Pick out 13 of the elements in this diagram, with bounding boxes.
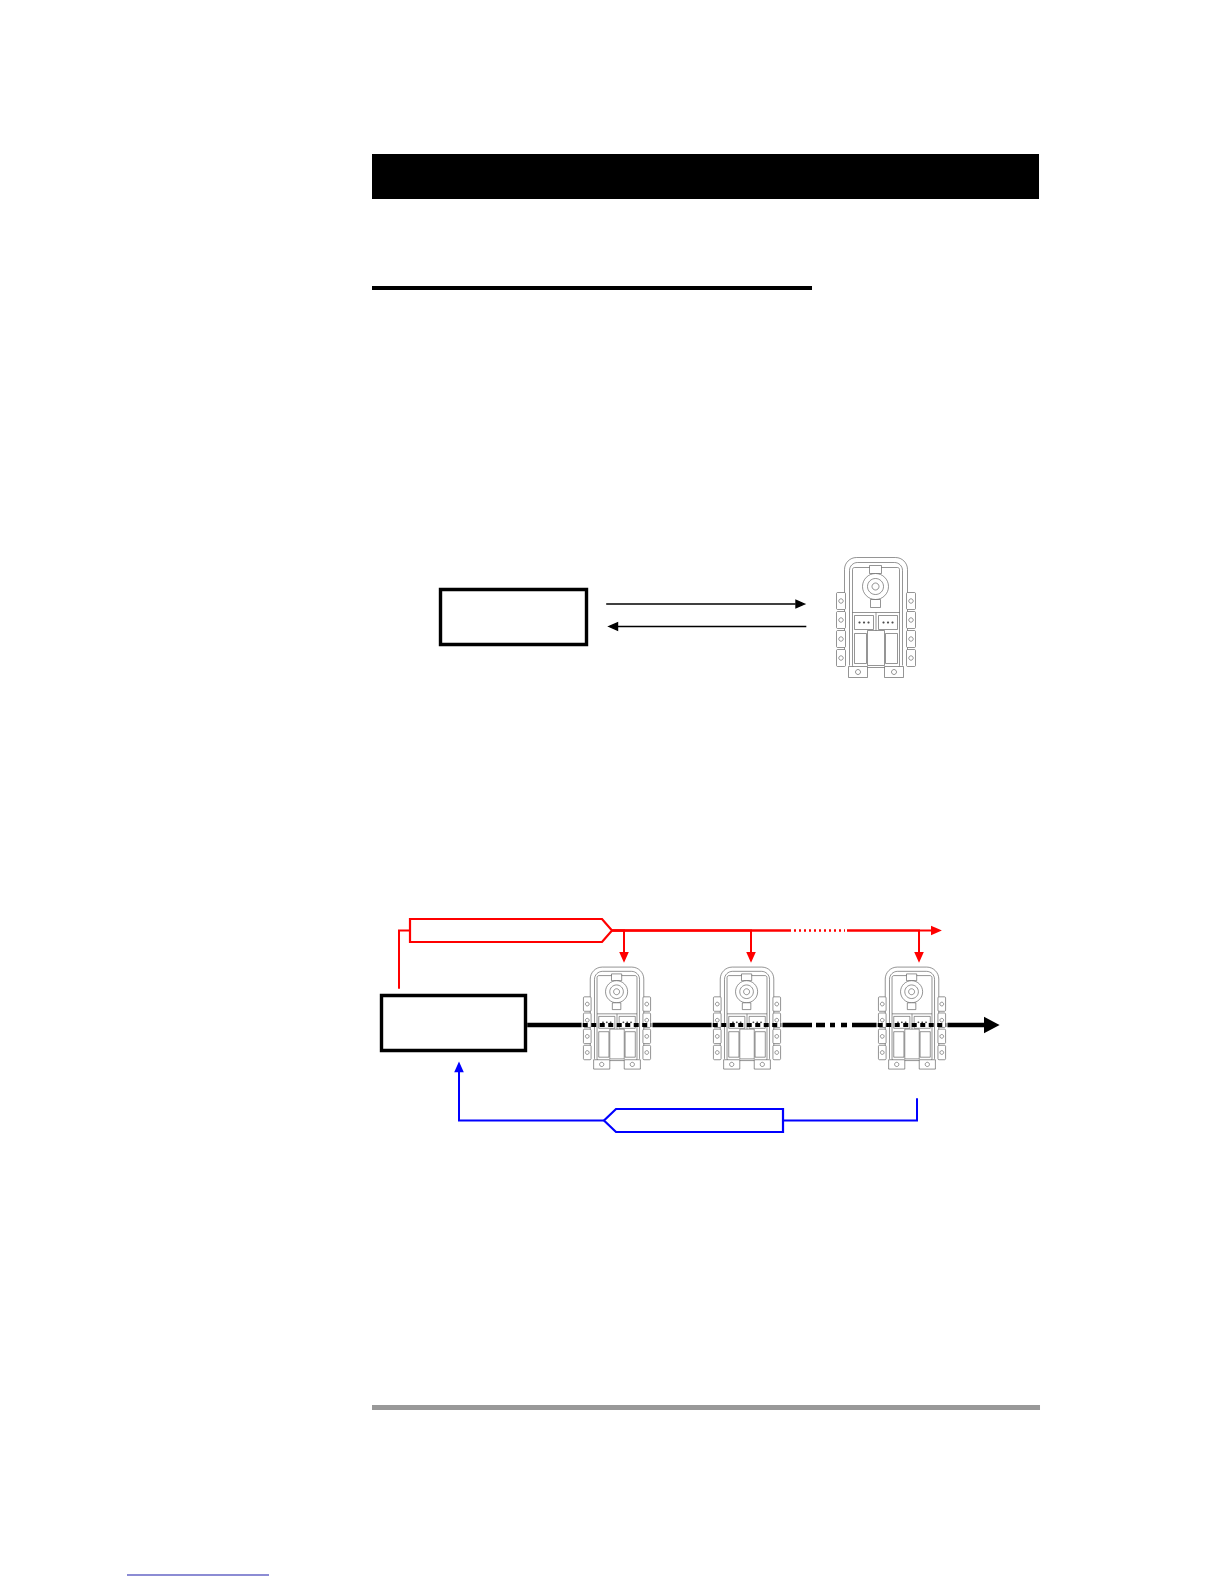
tag-shape bbox=[408, 917, 614, 944]
servo-drawing bbox=[712, 966, 782, 1070]
connector-line bbox=[527, 1022, 582, 1028]
connector-line bbox=[652, 1022, 712, 1028]
connector-line bbox=[398, 929, 411, 990]
servo-drawing bbox=[877, 966, 947, 1070]
tag-shape bbox=[602, 1107, 785, 1134]
connector-line bbox=[780, 1022, 879, 1028]
servo-drawing bbox=[836, 557, 916, 678]
process-box bbox=[379, 993, 528, 1053]
servo-drawing bbox=[582, 966, 652, 1070]
connector-line bbox=[782, 1097, 918, 1122]
process-box bbox=[438, 587, 589, 647]
